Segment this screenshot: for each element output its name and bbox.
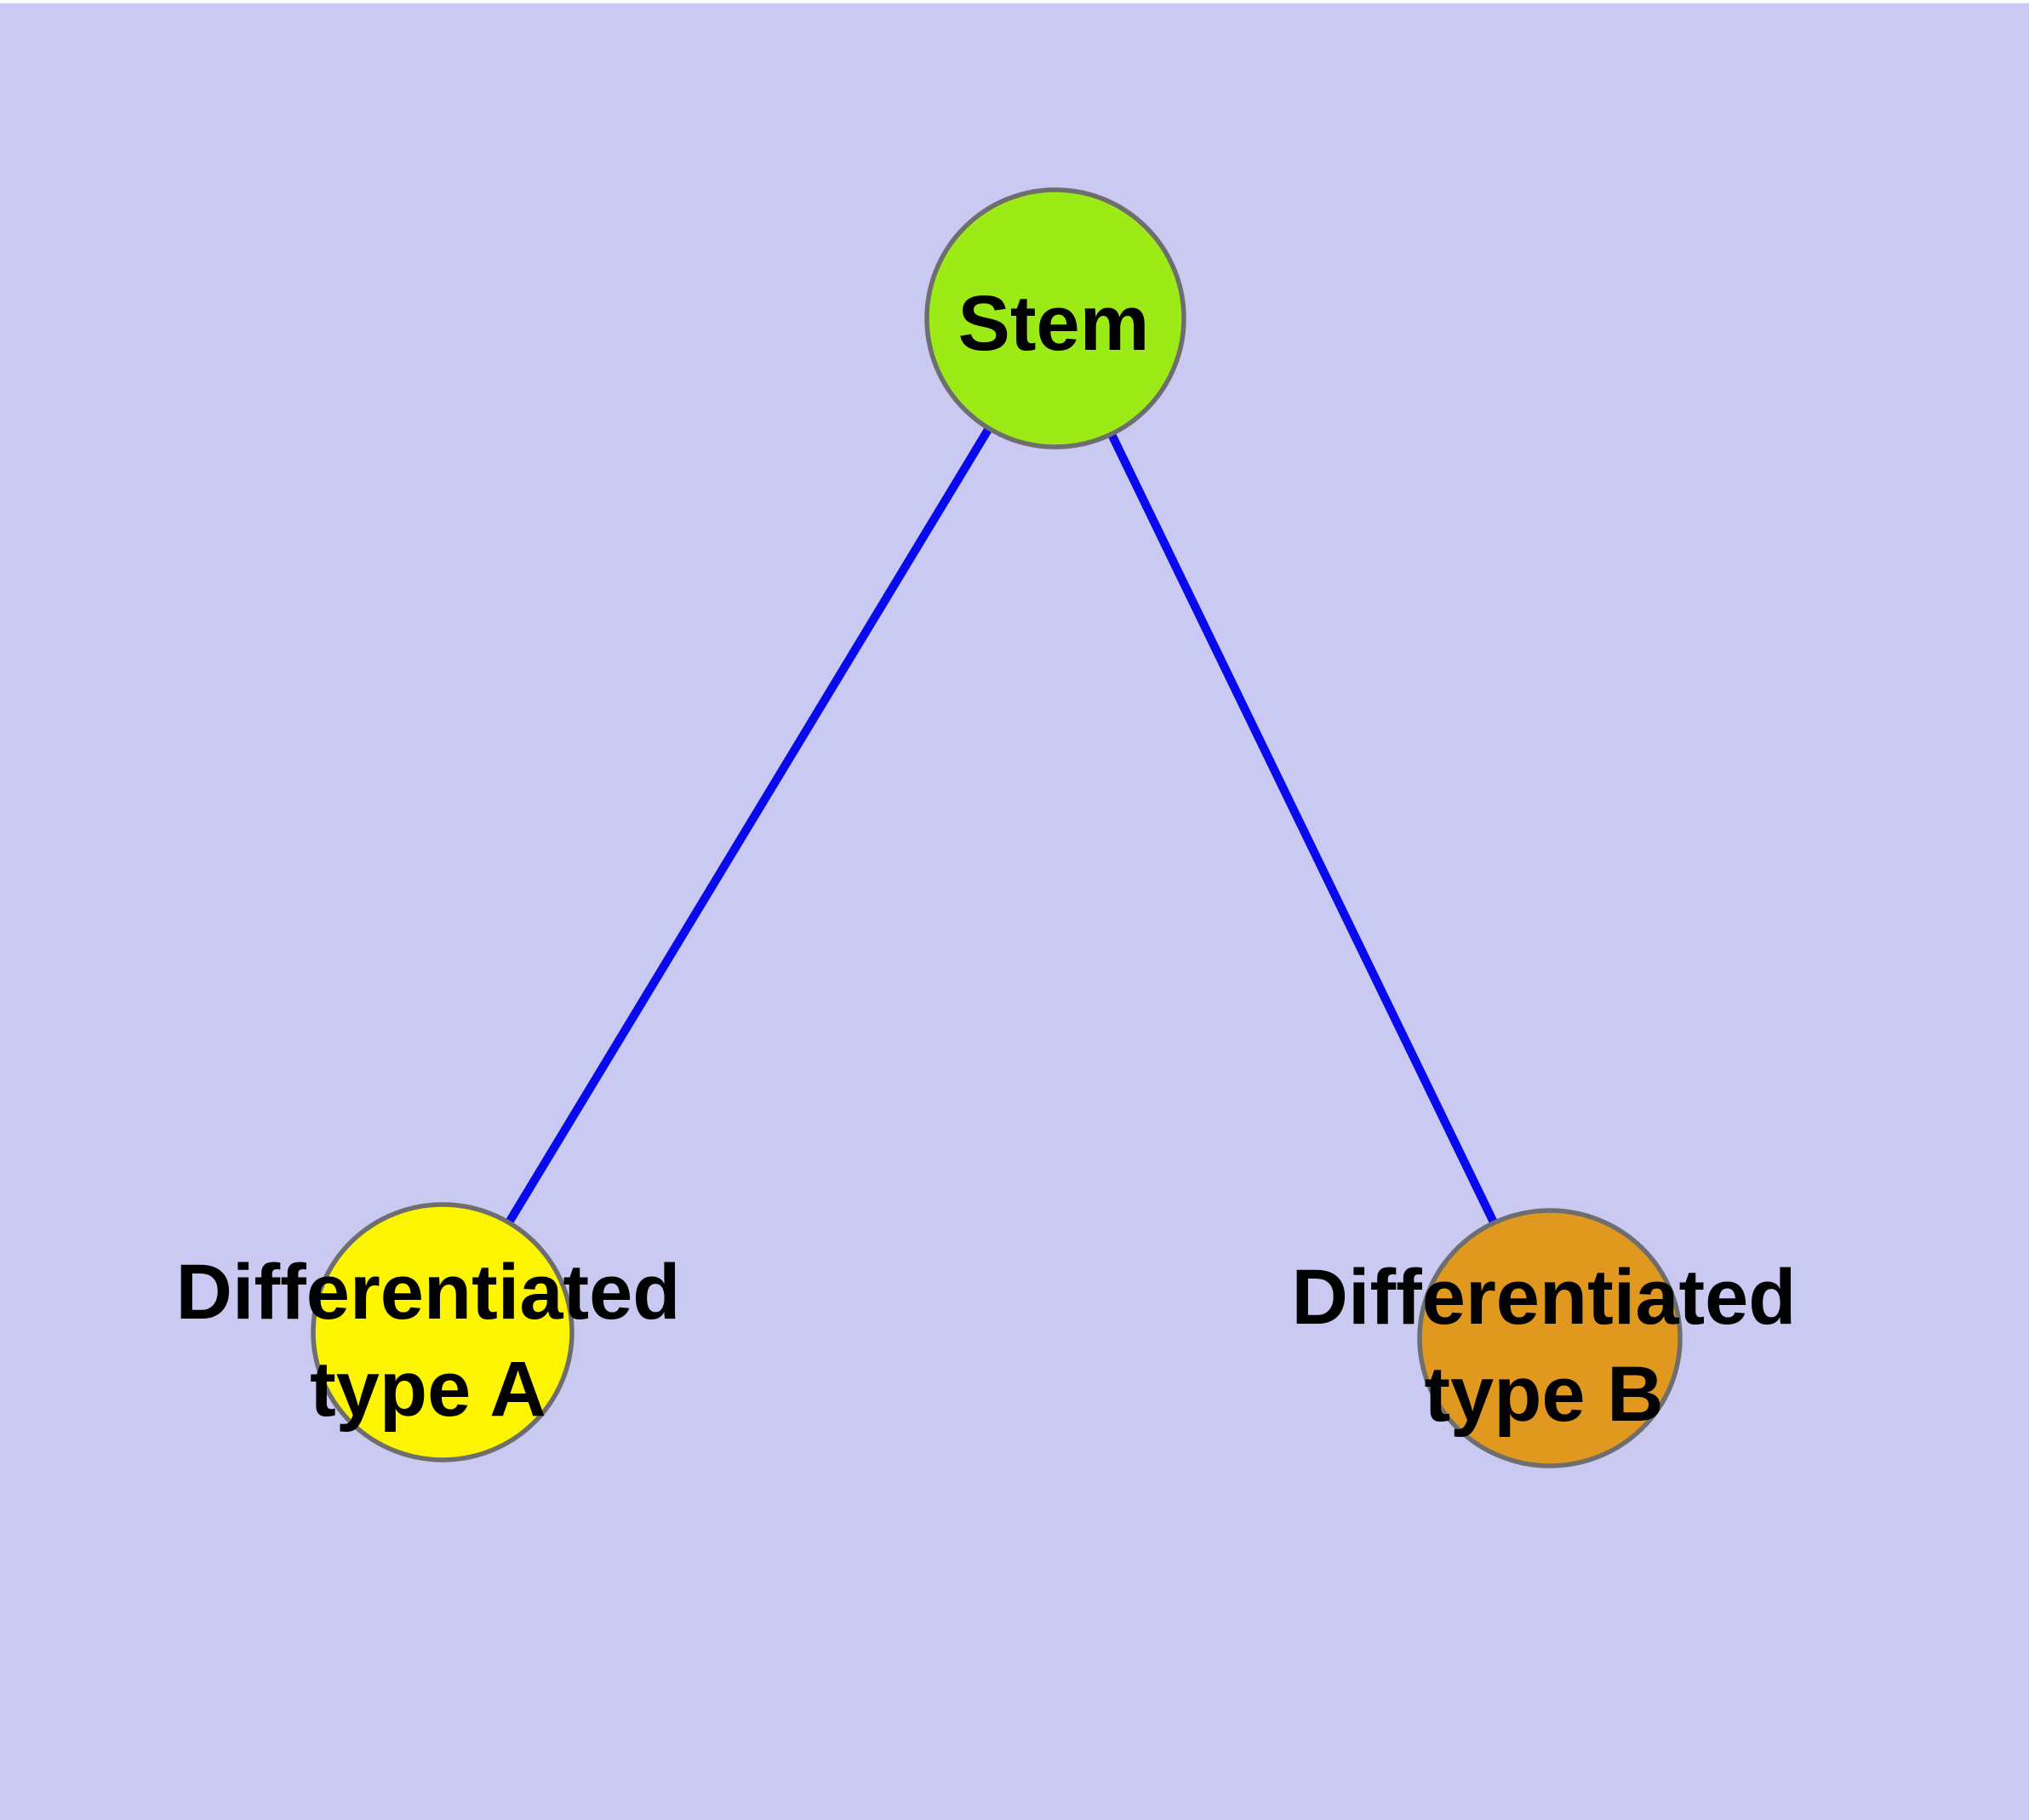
stem-node-label: Stem (958, 280, 1150, 367)
differentiated-type-a-node (311, 1202, 574, 1462)
differentiated-type-a-label-line1: Differentiated (176, 1249, 681, 1336)
differentiated-type-a-label-line2: type A (310, 1346, 546, 1433)
edge-stem-to-type-b (1051, 316, 1554, 1341)
differentiated-type-b-label-line1: Differentiated (1292, 1254, 1797, 1341)
stem-node (924, 187, 1186, 449)
differentiated-type-b-node (1417, 1208, 1683, 1468)
differentiated-type-b-label-line2: type B (1424, 1351, 1663, 1438)
top-margin-strip (0, 0, 2029, 3)
edge-stem-to-type-a (438, 316, 1060, 1335)
